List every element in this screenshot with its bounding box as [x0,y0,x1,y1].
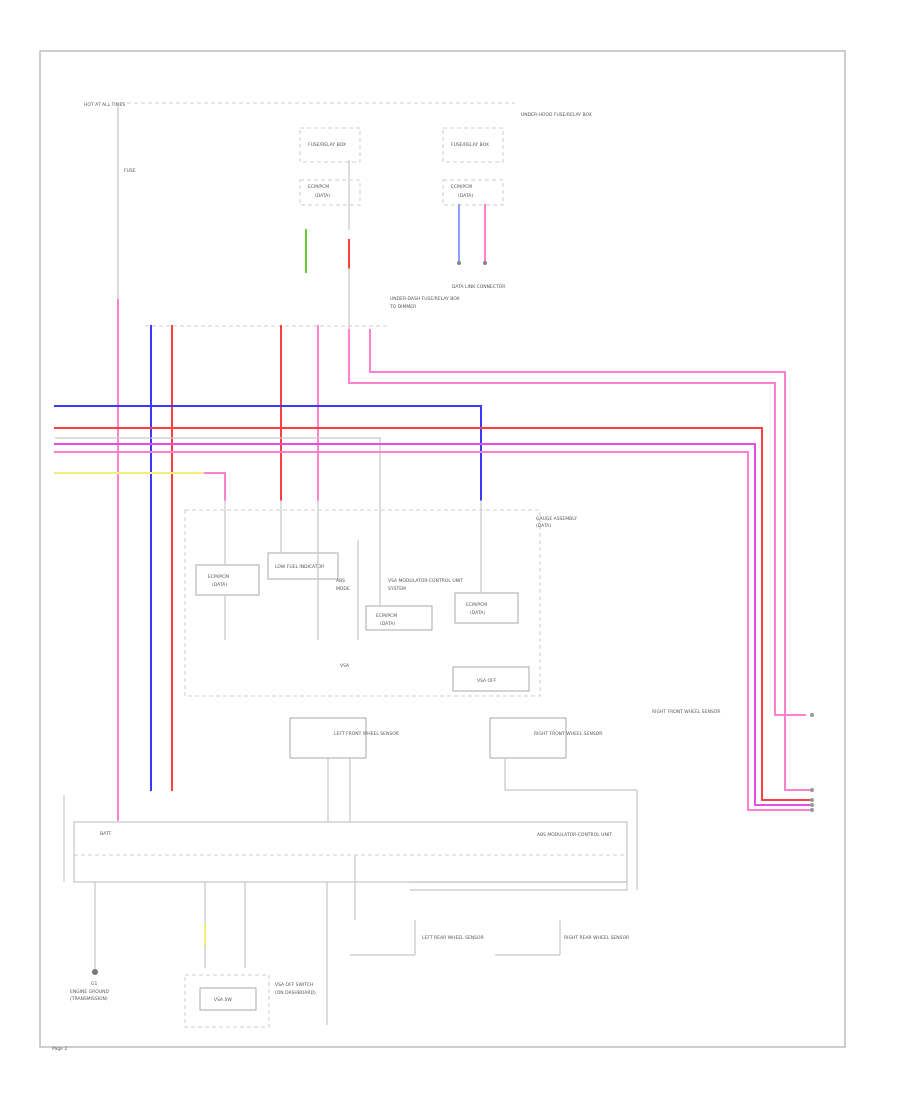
svg-text:LEFT REAR WHEEL SENSOR: LEFT REAR WHEEL SENSOR [422,935,484,941]
label-vsa-indicator: VSA [340,663,350,669]
label-batt: BATT [100,831,111,837]
label-under-dash-fuse-box: UNDER-DASH FUSE/RELAY BOX [390,296,460,302]
pink-route-1 [369,371,811,791]
vsa-off-indicator-box: VSA OFF [452,666,530,692]
label-ground-sub: ENGINE GROUND [70,989,109,995]
svg-text:RIGHT REAR WHEEL SENSOR: RIGHT REAR WHEEL SENSOR [564,935,629,941]
fuse-box-right: FUSE/RELAY BOX [442,127,504,163]
right-connector: RIGHT FRONT WHEEL SENSOR [652,709,814,812]
gauge-assembly-outline [184,509,541,697]
left-front-wheel-sensor: LEFT FRONT WHEEL SENSOR [289,717,399,759]
vsa-modulator-label: VSA MODULATOR-CONTROL UNIT SYSTEM [388,578,463,592]
gray-bus [55,437,381,520]
svg-text:(DATA): (DATA) [470,610,485,616]
rr-sensor-feed [410,881,628,891]
label-vsa-switch-sub: (ON DASHBOARD) [275,990,316,996]
label-data-link: DATA LINK CONNECTOR [452,284,505,290]
pink-route-2 [348,382,806,716]
vsa-off-switch: VSA SW [199,987,257,1011]
svg-text:ECM/PCM: ECM/PCM [466,602,487,608]
svg-text:ABS: ABS [336,578,345,584]
svg-text:MODE: MODE [336,586,350,592]
magenta-bus-1 [54,443,811,806]
svg-text:ECM/PCM: ECM/PCM [308,184,329,190]
svg-text:ECM/PCM: ECM/PCM [451,184,472,190]
fuse-box-left: FUSE/RELAY BOX [299,127,361,163]
abs-mode-label: ABS MODE [336,578,350,592]
ground-point [92,969,98,975]
red-bus [54,427,811,801]
ecm-box-1: ECM/PCM (DATA) [195,564,260,596]
label-vsa-switch: VSA OFF SWITCH [275,982,313,988]
left-rear-wheel-sensor: LEFT REAR WHEEL SENSOR [350,920,484,956]
svg-text:SYSTEM: SYSTEM [388,586,406,592]
svg-text:ECM/PCM: ECM/PCM [208,574,229,580]
diagram-frame [39,50,846,1048]
svg-text:(DATA): (DATA) [458,193,473,199]
ecm-top-left: ECM/PCM (DATA) [299,179,361,206]
ecm-box-2: ECM/PCM (DATA) [365,605,433,631]
svg-text:LOW FUEL INDICATOR: LOW FUEL INDICATOR [275,564,324,570]
label-abs-module: ABS MODULATOR-CONTROL UNIT [537,832,612,838]
page-footer-label: Page 2 [52,1046,67,1052]
svg-text:VSA OFF: VSA OFF [477,678,497,684]
right-rear-wheel-sensor: RIGHT REAR WHEEL SENSOR [495,920,629,956]
svg-text:RIGHT FRONT WHEEL SENSOR: RIGHT FRONT WHEEL SENSOR [652,709,720,715]
svg-text:FUSE/RELAY BOX: FUSE/RELAY BOX [451,142,489,148]
ecm-right-pin-b [483,261,487,265]
svg-text:(DATA): (DATA) [380,621,395,627]
svg-text:FUSE/RELAY BOX: FUSE/RELAY BOX [308,142,346,148]
label-fuse: FUSE [124,168,136,174]
blue-bus [54,405,482,501]
low-fuel-indicator-box: LOW FUEL INDICATOR [267,552,339,580]
label-ground: G1 [91,981,97,987]
label-dimmer: TO DIMMER [389,304,416,310]
abs-module-outline [73,821,628,883]
svg-text:(DATA): (DATA) [315,193,330,199]
label-under-hood-fuse-box: UNDER-HOOD FUSE/RELAY BOX [521,112,592,118]
svg-text:RIGHT FRONT WHEEL SENSOR: RIGHT FRONT WHEEL SENSOR [534,731,602,737]
label-hot-at-all-times: HOT AT ALL TIMES [84,102,125,108]
svg-text:VSA SW: VSA SW [214,997,232,1003]
label-gauge-assembly: GAUGE ASSEMBLY [536,516,577,522]
ecm-box-3: ECM/PCM (DATA) [454,592,519,624]
ecm-top-right: ECM/PCM (DATA) [442,179,504,206]
ecm-right-pin-a [457,261,461,265]
vsa-switch-outline [184,974,270,1028]
svg-text:LEFT FRONT WHEEL SENSOR: LEFT FRONT WHEEL SENSOR [334,731,399,737]
svg-text:VSA MODULATOR-CONTROL UNIT: VSA MODULATOR-CONTROL UNIT [388,578,463,584]
label-gauge-sub: (DATA) [536,523,551,529]
right-front-wheel-sensor: RIGHT FRONT WHEEL SENSOR [489,717,602,759]
svg-text:ECM/PCM: ECM/PCM [376,613,397,619]
label-ground-sub2: (TRANSMISSION) [70,996,108,1002]
svg-text:(DATA): (DATA) [212,582,227,588]
red-short [204,472,226,501]
magenta-bus-2 [54,451,811,811]
